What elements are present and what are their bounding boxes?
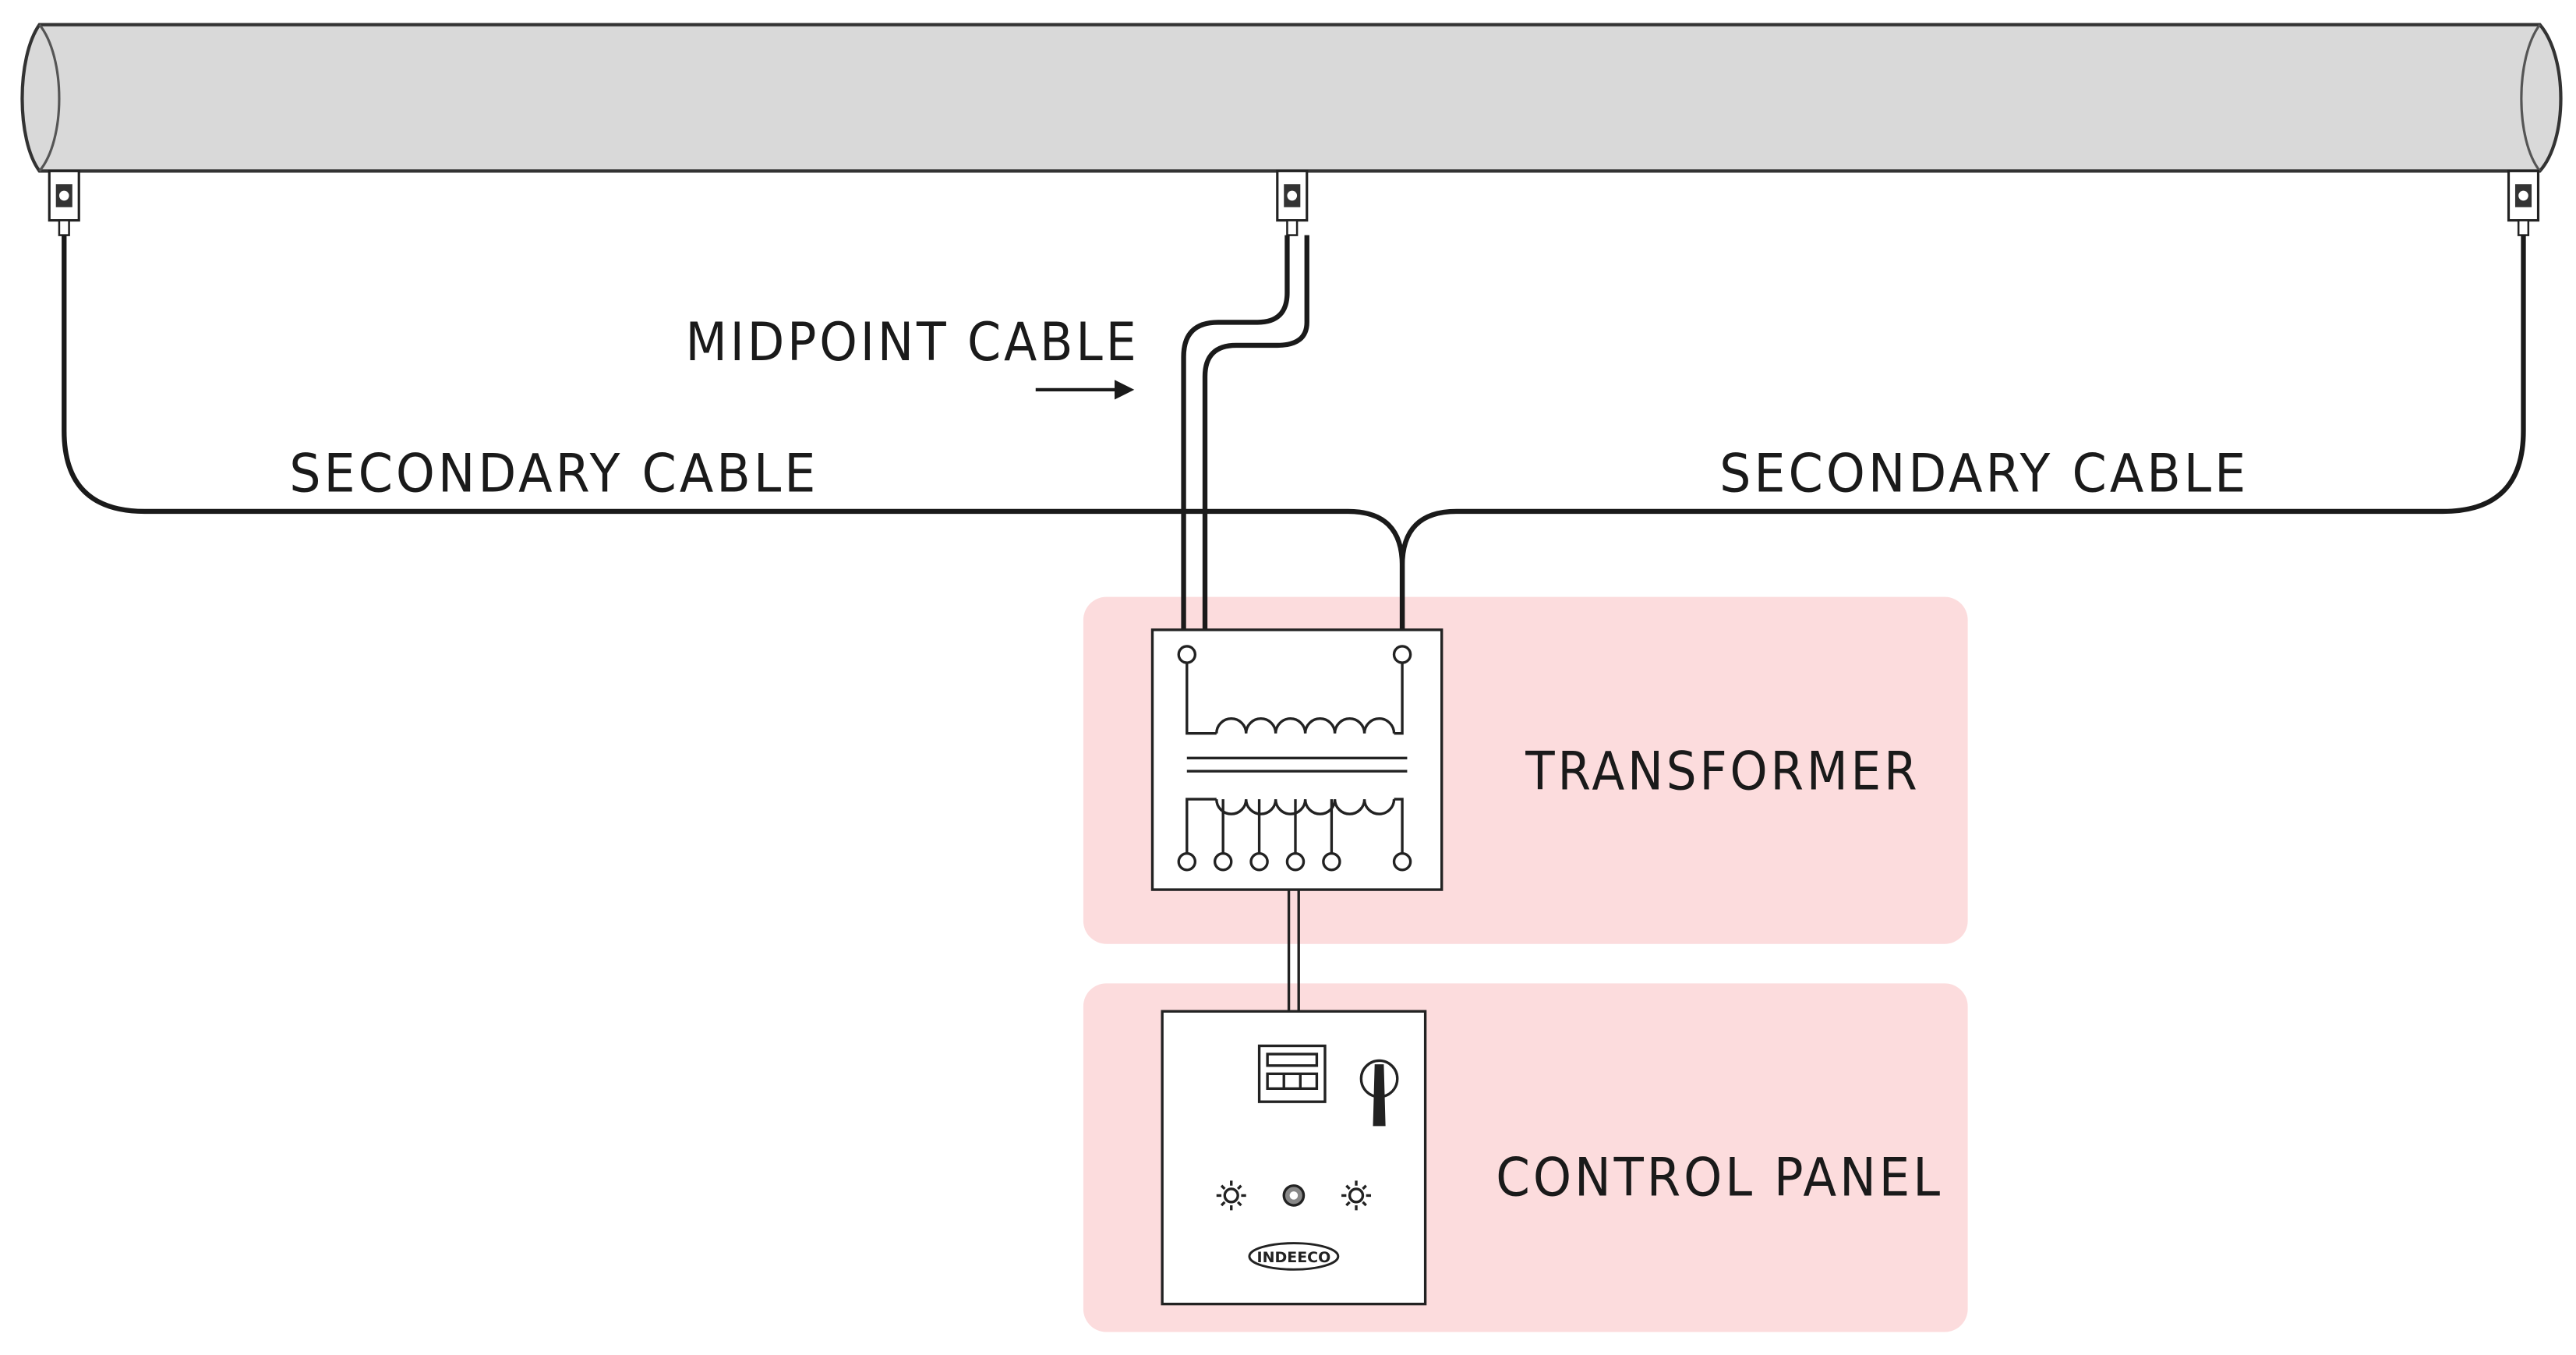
- right-connector-icon: [2507, 169, 2540, 236]
- svg-text:INDEECO: INDEECO: [1257, 1249, 1331, 1266]
- midpoint-cable: [1181, 235, 1309, 655]
- control-panel-icon: INDEECO: [1161, 1010, 1427, 1306]
- left-connector-icon: [48, 169, 80, 236]
- transformer-label: TRANSFORMER: [1525, 740, 1920, 801]
- control-panel-label: CONTROL PANEL: [1496, 1146, 1943, 1208]
- secondary-cable-right: [1399, 235, 2526, 655]
- switch-icon: [1359, 1059, 1399, 1127]
- secondary-cable-left: [62, 235, 1405, 655]
- secondary-cable-left-label: SECONDARY CABLE: [289, 443, 818, 504]
- indicator-light-left-icon: [1216, 1180, 1246, 1211]
- meter-icon: [1257, 1044, 1327, 1103]
- midpoint-cable-label: MIDPOINT CABLE: [686, 311, 1140, 373]
- indeeco-logo: INDEECO: [1248, 1242, 1340, 1271]
- transformer-icon: [1150, 628, 1443, 891]
- secondary-cable-right-label: SECONDARY CABLE: [1719, 443, 2249, 504]
- midpoint-arrow-icon: [1035, 380, 1135, 400]
- indicator-light-center-icon: [1282, 1184, 1306, 1207]
- pipe: [20, 23, 2563, 173]
- indicator-light-right-icon: [1341, 1180, 1372, 1211]
- midpoint-connector-icon: [1276, 169, 1309, 236]
- transformer-panel-link: [1287, 890, 1300, 1012]
